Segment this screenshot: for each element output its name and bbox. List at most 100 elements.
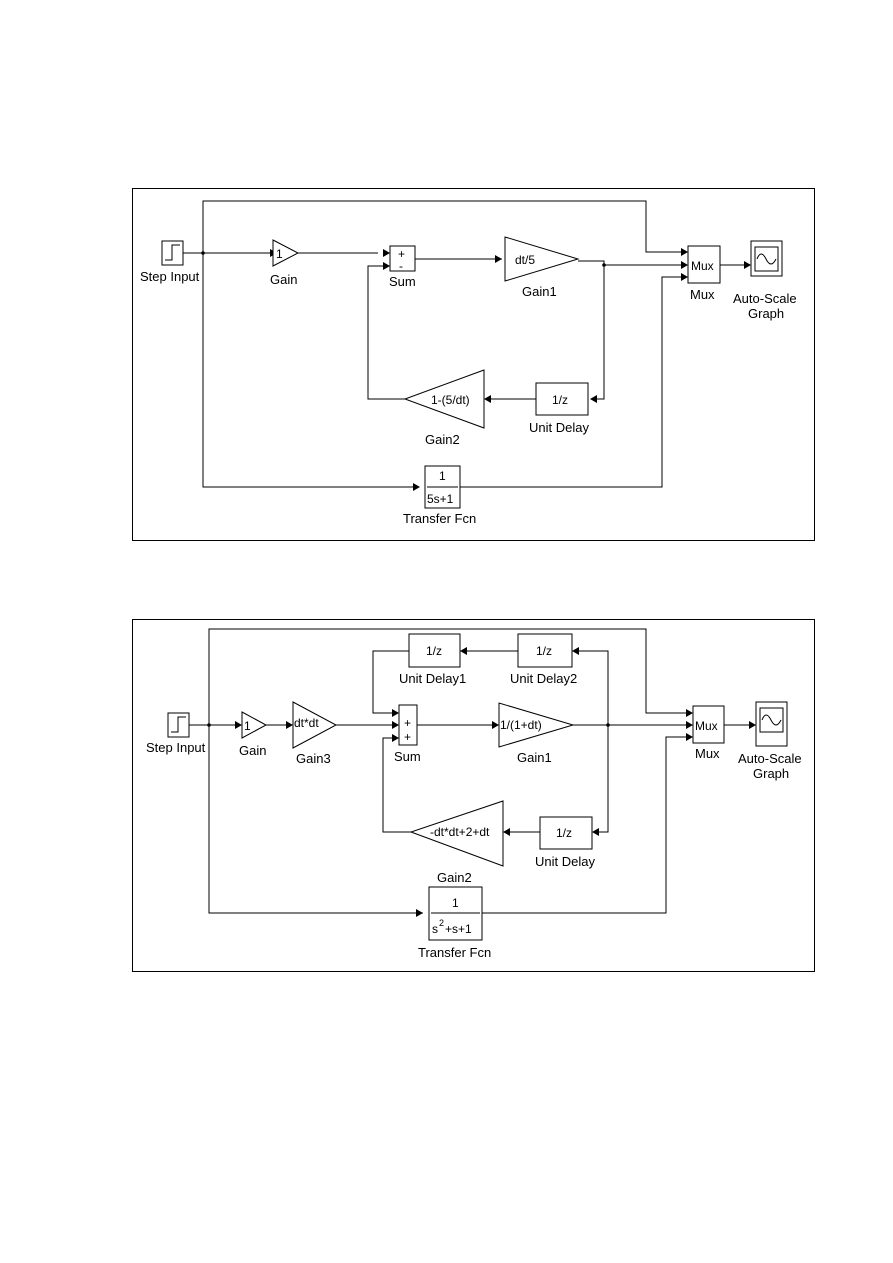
diagram-1-arrows: [270, 248, 751, 491]
mux-label: Mux: [690, 287, 715, 302]
gain3-block[interactable]: dt*dt: [292, 701, 338, 749]
sum-sign-2: -: [399, 259, 403, 273]
gain2-value: 1-(5/dt): [431, 393, 470, 407]
sum2-sign-2: +: [404, 730, 411, 744]
unit-delay2-block[interactable]: 1/z: [517, 633, 573, 668]
arrow2-mux-in3: [686, 733, 693, 741]
gain3-value: dt*dt: [294, 716, 319, 730]
mux-value-2: Mux: [695, 719, 718, 733]
gain1-label-2: Gain1: [517, 750, 552, 765]
gain-label-2: Gain: [239, 743, 266, 758]
transfer-fcn2-numerator: 1: [452, 896, 459, 910]
unit-delay-block[interactable]: 1/z: [535, 382, 589, 416]
sum-sign-1: +: [398, 247, 405, 261]
sine-wave-icon-2: [761, 714, 782, 726]
gain1-label: Gain1: [522, 284, 557, 299]
arrow-mux-in2: [681, 261, 688, 269]
unit-delay1-label: Unit Delay1: [399, 671, 466, 686]
gain2-label-2: Gain2: [437, 870, 472, 885]
arrow-sum-in2: [383, 262, 390, 270]
scope-block[interactable]: [750, 240, 783, 277]
wire2-step-to-tf: [208, 725, 423, 914]
diagram-1-branch-points: [201, 251, 606, 267]
sine-wave-icon: [756, 253, 777, 265]
gain2-block[interactable]: 1-(5/dt): [403, 369, 485, 429]
unit-delay-label-2: Unit Delay: [535, 854, 595, 869]
sum-block[interactable]: + -: [389, 245, 416, 273]
step-input-block-2[interactable]: [167, 712, 190, 738]
transfer-fcn-block-2[interactable]: 1 s 2 +s+1: [428, 886, 483, 941]
gain3-label: Gain3: [296, 751, 331, 766]
gain1-value-2: 1/(1+dt): [500, 718, 542, 732]
arrow2-delay1-in: [460, 647, 467, 655]
unit-delay1-block[interactable]: 1/z: [408, 633, 461, 668]
branch-point-gain1: [602, 263, 606, 267]
gain-label: Gain: [270, 272, 297, 287]
sum-label: Sum: [389, 274, 416, 289]
scope-label-line2: Graph: [748, 306, 784, 321]
gain1-block[interactable]: dt/5: [504, 236, 580, 282]
gain-block-2[interactable]: 1: [241, 711, 268, 739]
gain-value: 1: [276, 247, 283, 261]
step-input-label: Step Input: [140, 269, 200, 284]
unit-delay-value: 1/z: [552, 393, 568, 407]
step-icon-2: [171, 716, 186, 733]
transfer-fcn2-den-exponent: 2: [439, 918, 444, 928]
diagram-2: Step Input 1 Gain dt*dt Gain3 + + Sum 1/…: [146, 628, 802, 960]
gain-block[interactable]: 1: [272, 239, 300, 267]
transfer-fcn2-den-s: s: [432, 922, 438, 936]
arrow2-sum-in3: [392, 734, 399, 742]
diagram-2-arrows: [235, 647, 756, 917]
mux-block[interactable]: Mux: [687, 245, 721, 284]
arrow2-mux-in2: [686, 721, 693, 729]
gain2-block-2[interactable]: -dt*dt+2+dt: [409, 800, 504, 867]
arrow2-gain3-in: [286, 721, 293, 729]
step-icon: [165, 244, 180, 261]
scope-block-2[interactable]: [755, 701, 788, 747]
arrow-gain2-in: [484, 395, 491, 403]
sum-label-2: Sum: [394, 749, 421, 764]
mux-block-2[interactable]: Mux: [692, 705, 725, 744]
transfer-fcn-denominator: 5s+1: [427, 492, 454, 506]
transfer-fcn2-den-rest: +s+1: [445, 922, 472, 936]
wire-gain1-out: [578, 260, 605, 400]
wire-top-to-mux: [202, 200, 683, 253]
unit-delay2-label: Unit Delay2: [510, 671, 577, 686]
branch2-point-gain1: [606, 723, 610, 727]
sum-block-2[interactable]: + +: [398, 704, 418, 746]
arrow-gain1-in: [495, 255, 502, 263]
wire-step-to-tf: [202, 253, 419, 488]
scope-label-2-line1: Auto-Scale: [738, 751, 802, 766]
arrow2-scope-in: [749, 721, 756, 729]
wire2-gain2-to-sum: [382, 737, 411, 833]
arrow2-sum-in1: [392, 709, 399, 717]
gain-value-2: 1: [244, 719, 251, 733]
arrow2-gain1-in: [492, 721, 499, 729]
arrow-scope-in: [744, 261, 751, 269]
arrow2-sum-in2: [392, 721, 399, 729]
wire-tf-to-mux: [460, 276, 683, 488]
wire2-delay1-to-sum: [372, 650, 409, 714]
branch2-point-step: [207, 723, 211, 727]
arrow-mux-in3: [681, 273, 688, 281]
transfer-fcn-label: Transfer Fcn: [403, 511, 476, 526]
branch-point-step: [201, 251, 205, 255]
arrow-sum-in1: [383, 249, 390, 257]
arrow2-delay-in: [592, 828, 599, 836]
arrow-mux-in1: [681, 248, 688, 256]
sum2-sign-1: +: [404, 716, 411, 730]
unit-delay-block-2[interactable]: 1/z: [539, 816, 593, 850]
wire2-gain1-to-delays: [578, 650, 609, 725]
gain2-value-2: -dt*dt+2+dt: [430, 825, 490, 839]
gain1-block-2[interactable]: 1/(1+dt): [498, 702, 575, 748]
unit-delay-value-2: 1/z: [556, 826, 572, 840]
unit-delay-label: Unit Delay: [529, 420, 589, 435]
transfer-fcn-numerator: 1: [439, 469, 446, 483]
gain1-value: dt/5: [515, 253, 535, 267]
step-input-block[interactable]: [161, 240, 184, 266]
arrow-delay-in: [590, 395, 597, 403]
arrow2-gain-in: [235, 721, 242, 729]
step-input-label-2: Step Input: [146, 740, 206, 755]
transfer-fcn-block[interactable]: 1 5s+1: [424, 465, 461, 509]
diagram-2-wires: [189, 628, 751, 914]
